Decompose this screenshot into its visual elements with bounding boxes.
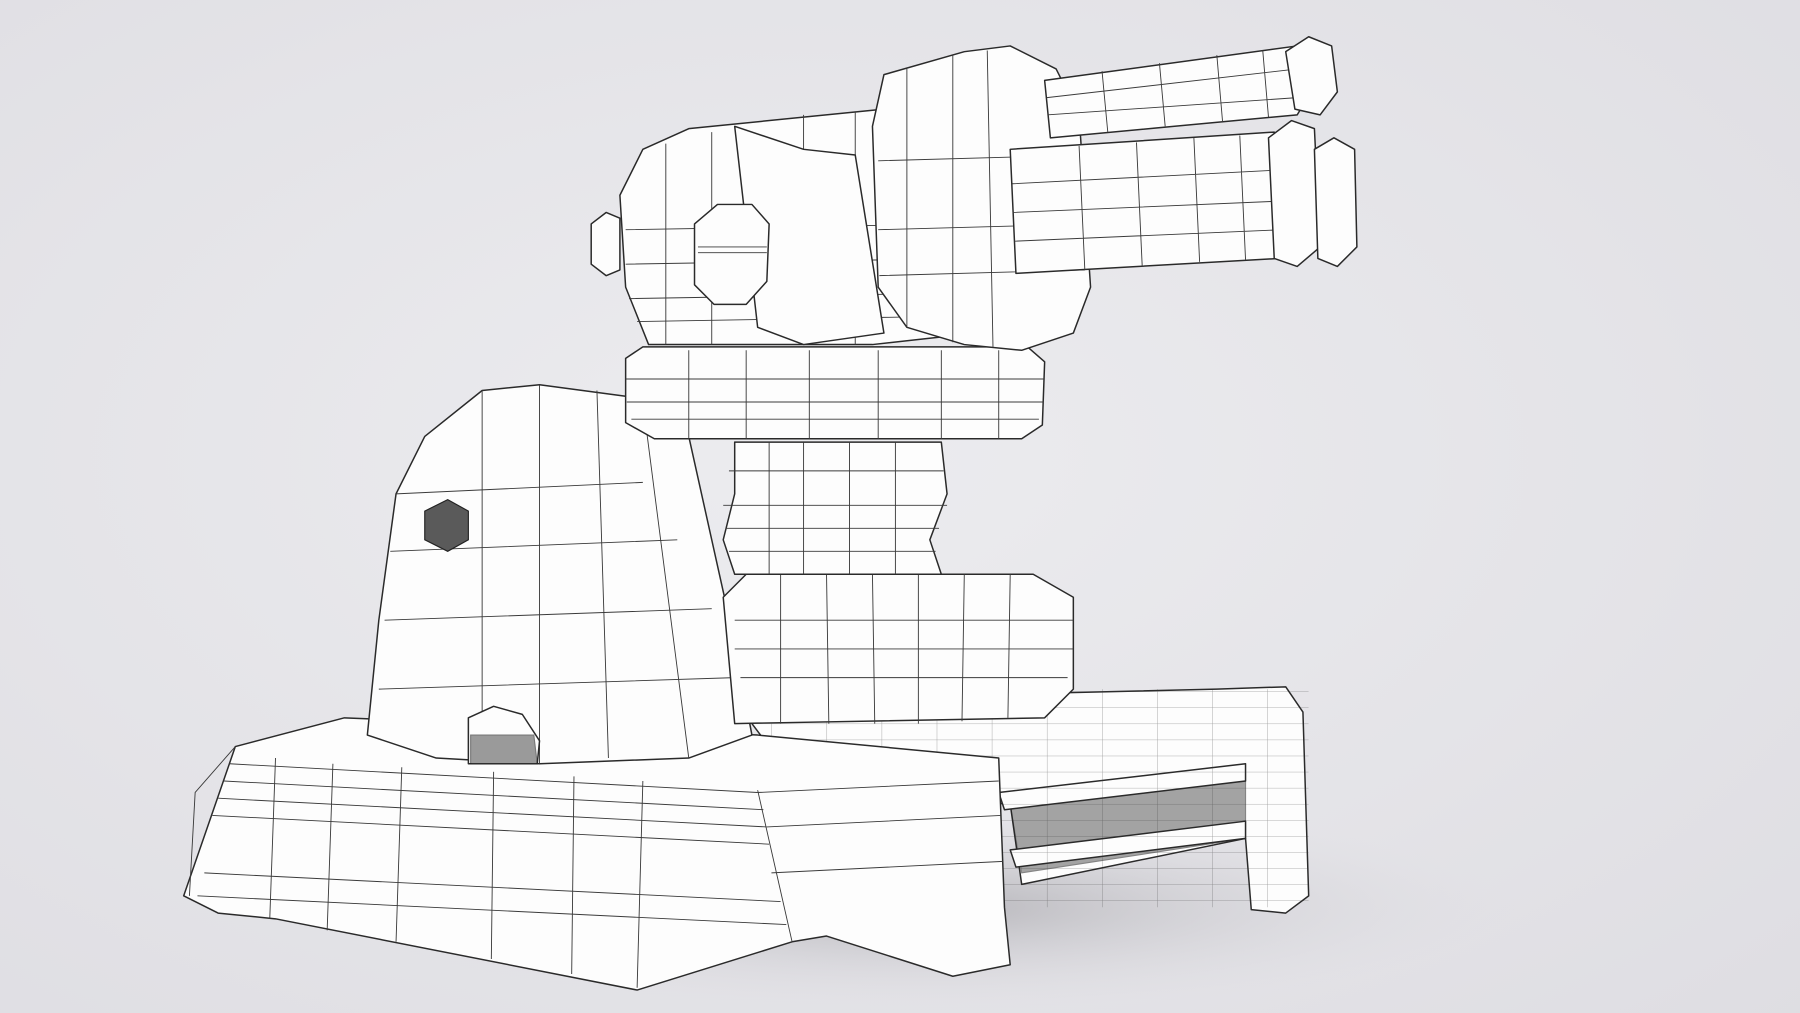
barrel-collar <box>871 45 1092 352</box>
left-bracket <box>366 384 753 765</box>
pedestal <box>722 441 1075 725</box>
turret-model <box>182 36 1358 991</box>
front-base-block <box>182 717 1011 991</box>
turntable-ring <box>624 346 1046 440</box>
barrels <box>1009 36 1358 275</box>
